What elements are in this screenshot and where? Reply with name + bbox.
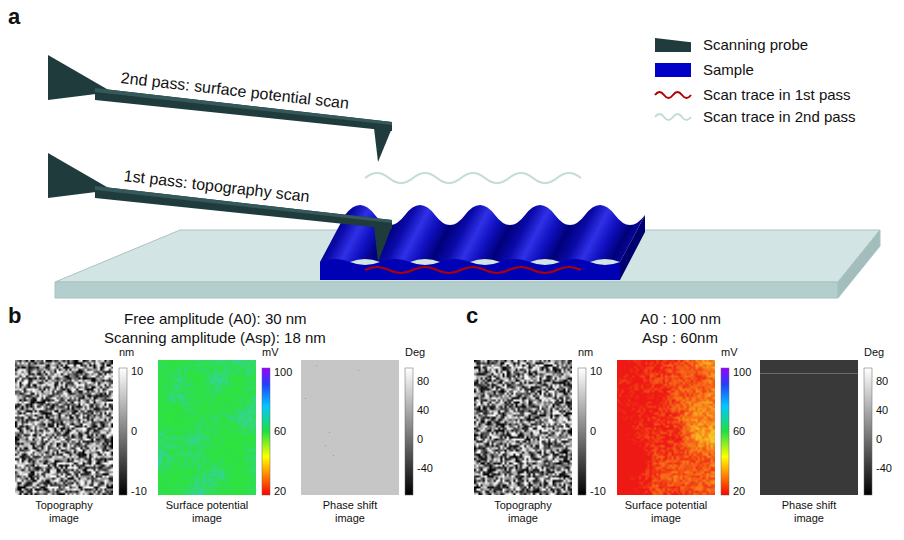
colorbar-tick: -10 xyxy=(131,485,147,498)
amplitude-title: A0 : 100 nm xyxy=(640,310,721,328)
slab-side xyxy=(838,230,880,298)
colorbar-tick: -40 xyxy=(417,462,433,475)
colorbar-tick: 0 xyxy=(417,433,423,446)
amplitude-title: Free amplitude (A0): 30 nm xyxy=(124,310,307,328)
colorbar-tick: 80 xyxy=(876,375,888,388)
sample-front xyxy=(320,259,620,280)
colorbar xyxy=(119,368,127,495)
panel-letter: b xyxy=(8,303,21,329)
legend-swatch xyxy=(655,63,691,77)
image-panel: Surface potential image xyxy=(617,360,715,525)
image-caption: Surface potential image xyxy=(164,499,250,525)
legend-text: Scan trace in 2nd pass xyxy=(703,108,856,126)
probe-tip xyxy=(374,128,392,162)
panel-letter: a xyxy=(8,4,20,30)
colorbar-tick: -40 xyxy=(876,462,892,475)
colorbar-tick: 40 xyxy=(876,404,888,417)
probe-2 xyxy=(48,55,392,162)
legend-text: Sample xyxy=(703,61,754,79)
colorbar-tick: -10 xyxy=(590,485,606,498)
scan-trace-2 xyxy=(365,173,581,183)
image-panel: Phase shift image xyxy=(301,360,399,525)
colorbar-tick: 10 xyxy=(590,365,602,378)
image-caption: Topography image xyxy=(480,499,566,525)
afm-image xyxy=(474,360,572,495)
legend-swatch xyxy=(655,38,691,52)
colorbar-unit: nm xyxy=(119,346,134,359)
colorbar-unit: Deg xyxy=(405,346,425,359)
amplitude-title: Scanning amplitude (Asp): 18 nm xyxy=(104,329,326,347)
colorbar-unit: mV xyxy=(262,346,279,359)
legend-trace-sample xyxy=(655,114,691,120)
colorbar xyxy=(262,368,270,495)
image-panel: Phase shift image xyxy=(760,360,858,525)
image-panel: Topography image xyxy=(474,360,572,525)
colorbar-tick: 0 xyxy=(590,425,596,438)
afm-image xyxy=(15,360,113,495)
colorbar-tick: 100 xyxy=(733,366,751,379)
afm-image xyxy=(617,360,715,495)
probe-tip xyxy=(374,226,392,262)
scan-trace-1 xyxy=(365,267,581,273)
sample xyxy=(320,205,645,280)
image-caption: Phase shift image xyxy=(766,499,852,525)
colorbar-unit: nm xyxy=(578,346,593,359)
afm-image xyxy=(760,360,858,495)
legend-trace-sample xyxy=(655,92,691,98)
colorbar-tick: 0 xyxy=(876,433,882,446)
legend-text: Scan trace in 1st pass xyxy=(703,86,851,104)
colorbar-tick: 20 xyxy=(733,485,745,498)
colorbar-tick: 100 xyxy=(274,366,292,379)
colorbar-tick: 80 xyxy=(417,375,429,388)
sample-top xyxy=(320,205,645,265)
colorbar-unit: Deg xyxy=(864,346,884,359)
probe-label: 2nd pass: surface potential scan xyxy=(120,68,350,113)
slab-front xyxy=(55,282,838,298)
image-caption: Topography image xyxy=(21,499,107,525)
colorbar xyxy=(578,368,586,495)
probe-label: 1st pass: topography scan xyxy=(123,166,311,206)
colorbar-tick: 60 xyxy=(274,425,286,438)
colorbar-tick: 0 xyxy=(131,425,137,438)
colorbar xyxy=(864,368,872,495)
panel-letter: c xyxy=(466,303,478,329)
image-caption: Phase shift image xyxy=(307,499,393,525)
colorbar-tick: 40 xyxy=(417,404,429,417)
legend-text: Scanning probe xyxy=(703,36,808,54)
colorbar xyxy=(405,368,413,495)
colorbar-tick: 20 xyxy=(274,485,286,498)
image-caption: Surface potential image xyxy=(623,499,709,525)
colorbar-tick: 60 xyxy=(733,425,745,438)
amplitude-title: Asp : 60nm xyxy=(642,329,718,347)
colorbar-tick: 10 xyxy=(131,365,143,378)
probe-1 xyxy=(48,153,392,262)
colorbar xyxy=(721,368,729,495)
afm-image xyxy=(158,360,256,495)
colorbar-unit: mV xyxy=(721,346,738,359)
image-panel: Surface potential image xyxy=(158,360,256,525)
image-panel: Topography image xyxy=(15,360,113,525)
afm-image xyxy=(301,360,399,495)
